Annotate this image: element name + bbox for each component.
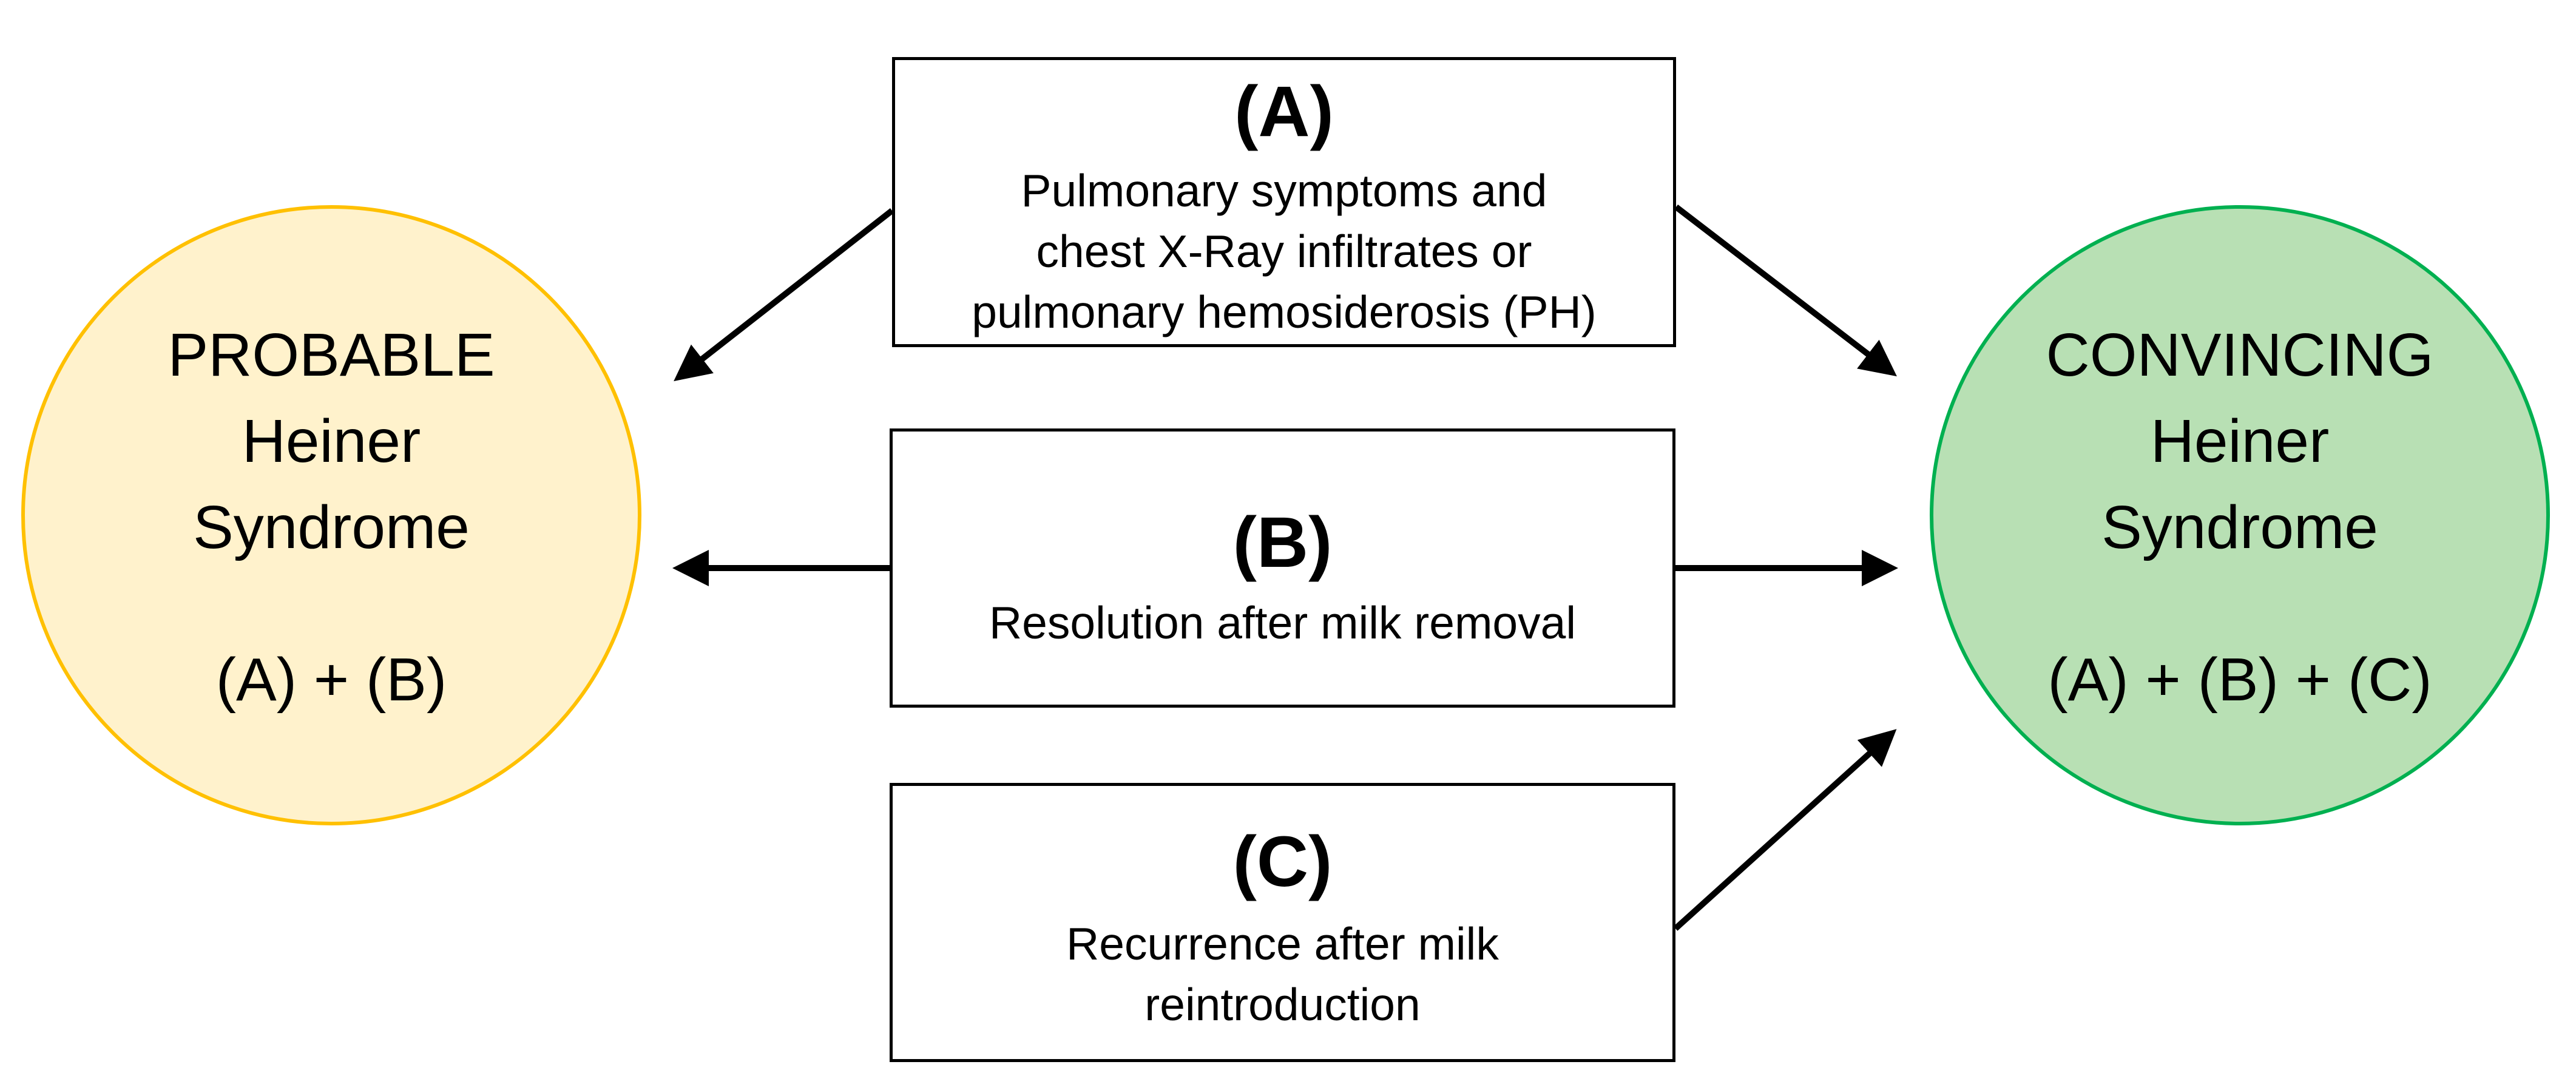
criterion-c-line: reintroduction [1144,979,1421,1030]
criterion-a-line: chest X-Ray infiltrates or [1036,226,1532,277]
criterion-b-text: Resolution after milk removal [893,592,1672,653]
probable-title: PROBABLE Heiner Syndrome [25,312,638,570]
criterion-b-line: Resolution after milk removal [989,597,1577,648]
criterion-c-letter: (C) [1232,822,1333,902]
criterion-a-text: Pulmonary symptoms and chest X-Ray infil… [895,160,1673,342]
convincing-title-line: Syndrome [2101,493,2378,561]
arrow-c-to-convincing [1673,729,1897,931]
criterion-c-box: (C) Recurrence after milk reintroduction [890,783,1675,1062]
convincing-title-line: Heiner [2150,407,2330,475]
convincing-heiner-circle: CONVINCING Heiner Syndrome (A) + (B) + (… [1930,205,2550,825]
criterion-a-box: (A) Pulmonary symptoms and chest X-Ray i… [892,57,1676,347]
probable-title-line: PROBABLE [167,321,495,389]
arrow-a-to-probable [674,208,894,382]
criterion-b-box: (B) Resolution after milk removal [890,428,1675,708]
probable-heiner-circle: PROBABLE Heiner Syndrome (A) + (B) [21,205,641,825]
criterion-a-letter: (A) [1234,72,1334,152]
convincing-title: CONVINCING Heiner Syndrome [1933,312,2546,570]
criterion-c-line: Recurrence after milk [1066,918,1499,969]
criterion-c-text: Recurrence after milk reintroduction [893,913,1672,1035]
probable-title-line: Heiner [242,407,421,475]
criterion-a-line: pulmonary hemosiderosis (PH) [972,286,1597,337]
criterion-a-line: Pulmonary symptoms and [1021,165,1547,216]
probable-title-line: Syndrome [193,493,470,561]
probable-formula: (A) + (B) [215,646,447,714]
criterion-b-letter: (B) [1232,503,1333,583]
convincing-formula: (A) + (B) + (C) [2047,646,2432,714]
convincing-title-line: CONVINCING [2046,321,2434,389]
arrow-a-to-convincing [1674,205,1897,377]
